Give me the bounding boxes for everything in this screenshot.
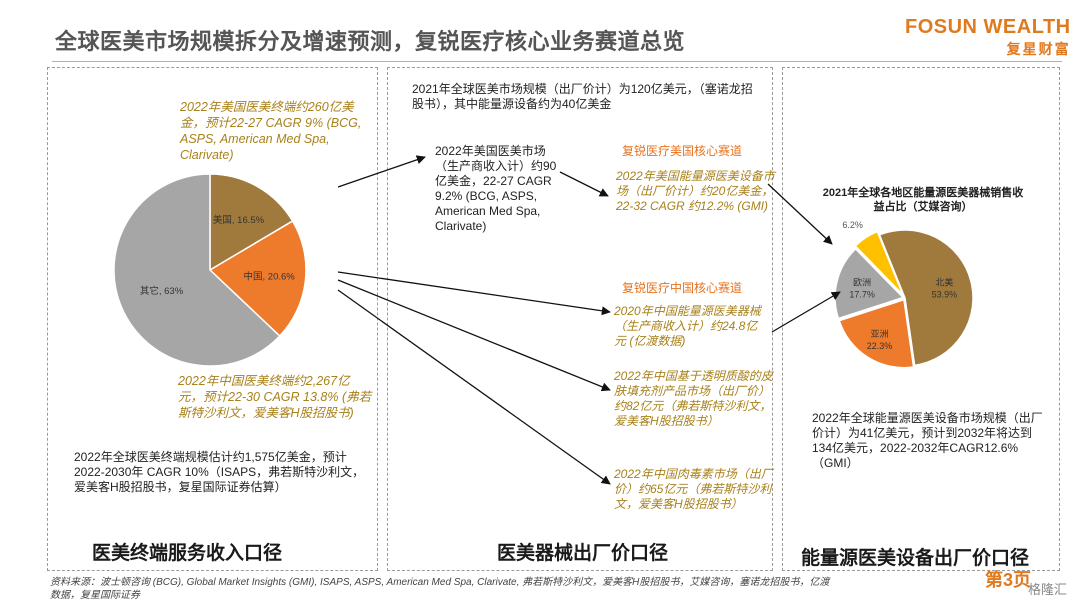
middle-panel-title: 医美器械出厂价口径 <box>497 543 669 564</box>
page-title: 全球医美市场规模拆分及增速预测，复锐医疗核心业务赛道总览 <box>55 29 686 54</box>
source-note: 资料来源：波士顿咨询 (BCG), Global Market Insights… <box>50 577 830 601</box>
brand-name-en: FOSUN WEALTH <box>905 16 1071 38</box>
left-panel <box>47 67 378 571</box>
region-pie-title: 2021年全球各地区能量源医美器械销售收益占比（艾媒咨询） <box>822 187 1024 213</box>
right-panel <box>782 67 1060 571</box>
pie-label-3: 拉丁美洲6.2% <box>835 220 871 230</box>
us-market-note: 2022年美国医美市场（生产商收入计）约90亿美金，22-27 CAGR 9.2… <box>435 144 557 233</box>
page-number: 第3页 <box>985 570 1032 590</box>
arrow-to-us-ebd <box>559 171 609 197</box>
brand-logo: FOSUN WEALTH 复星财富 <box>905 16 1071 59</box>
arrow-to-us-market <box>337 155 426 188</box>
pie-slice-2 <box>834 247 905 320</box>
pie-slice-1 <box>838 298 915 369</box>
cn-filler-note: 2022年中国基于透明质酸的皮肤填充剂产品市场（出厂价）约82亿元（弗若斯特沙利… <box>614 369 773 428</box>
right-panel-title: 能量源医美设备出厂价口径 <box>801 548 1030 569</box>
header-divider <box>52 61 1062 62</box>
global-terminal-note: 2022年全球医美终端规模估计约1,575亿美金，预计2022-2030年 CA… <box>74 450 365 494</box>
arrow-to-cn-filler <box>337 279 611 392</box>
arrow-to-cn-ebd <box>337 271 611 316</box>
pie-slice-3 <box>854 230 904 296</box>
us-terminal-note: 2022年美国医美终端约260亿美金，预计22-27 CAGR 9% (BCG,… <box>180 100 362 162</box>
left-panel-title: 医美终端服务收入口径 <box>92 543 283 564</box>
arrow-cn-ebd-to-region <box>771 291 841 333</box>
pie-slice-2 <box>113 173 281 367</box>
watermark: 格隆汇 <box>1028 582 1068 597</box>
global-ebd-note: 2022年全球能量源医美设备市场规模（出厂价计）为41亿美元，预计到2032年将… <box>812 411 1043 470</box>
cn-core-track-header: 复锐医疗中国核心赛道 <box>622 281 743 295</box>
us-core-track-header: 复锐医疗美国核心赛道 <box>622 144 743 158</box>
global-market-note: 2021年全球医美市场规模（出厂价计）为120亿美元，（塞诺龙招股书），其中能量… <box>412 82 753 111</box>
cn-ebd-note: 2020年中国能量源医美器械（生产商收入计）约24.8亿元 (亿渡数据) <box>614 304 761 348</box>
pie-label-1: 中国, 20.6% <box>244 271 296 283</box>
pie-label-2: 其它, 63% <box>140 285 184 297</box>
middle-panel <box>387 67 773 571</box>
global-aesthetics-pie-chart: 美国, 16.5% 中国, 20.6% 其它, 63% <box>113 173 307 367</box>
cn-terminal-note: 2022年中国医美终端约2,267亿元，预计22-30 CAGR 13.8% (… <box>178 374 372 420</box>
pie-slice-0 <box>878 229 974 367</box>
arrow-us-ebd-to-region <box>767 183 833 245</box>
pie-label-0: 美国, 16.5% <box>213 214 265 226</box>
pie-slice-1 <box>208 220 307 338</box>
brand-name-cn: 复星财富 <box>1006 41 1071 57</box>
arrow-to-cn-botox <box>337 289 611 485</box>
us-ebd-note: 2022年美国能量源医美设备市场（出厂价计）约20亿美金，22-32 CAGR … <box>616 169 775 213</box>
cn-botox-note: 2022年中国肉毒素市场（出厂价）约65亿元（弗若斯特沙利文，爱美客H股招股书） <box>614 467 773 511</box>
pie-slice-0 <box>209 173 294 272</box>
